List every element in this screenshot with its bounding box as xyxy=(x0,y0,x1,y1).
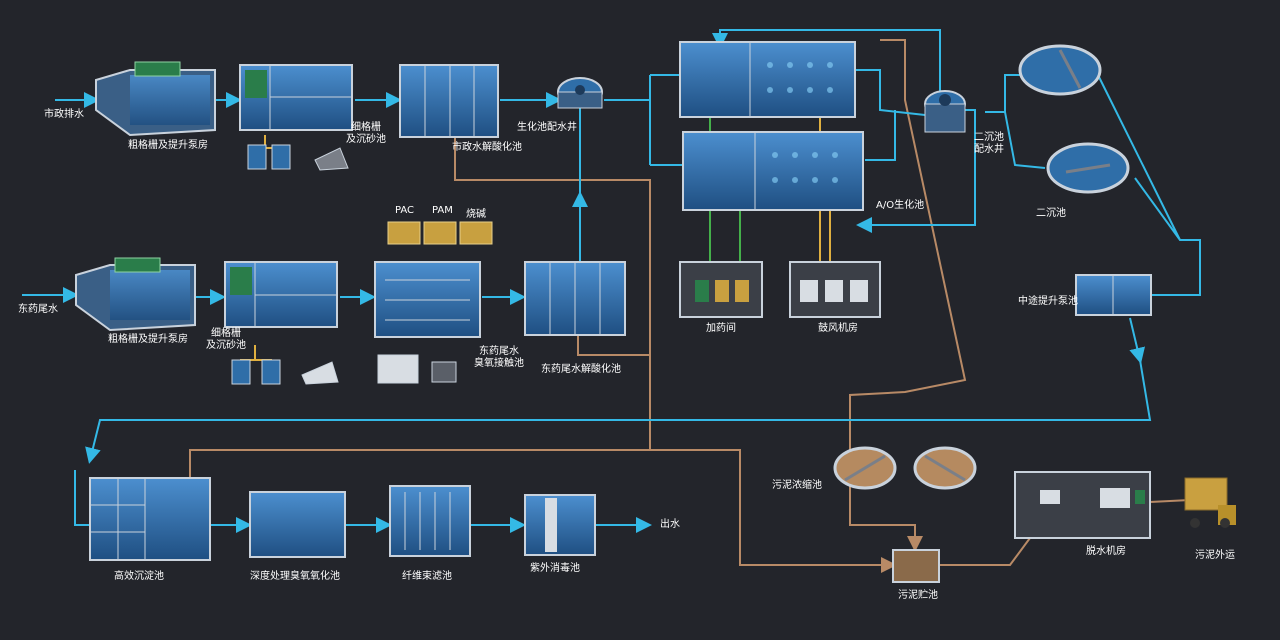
water-lines xyxy=(22,29,1201,533)
sludge-thickener[interactable] xyxy=(833,446,977,490)
sludge-truck[interactable] xyxy=(1184,477,1236,528)
deep-ozone-oxidation-tank[interactable] xyxy=(249,491,346,558)
label-municipal-hydrolysis: 市政水解酸化池 xyxy=(452,142,522,153)
intermediate-pump-tank[interactable] xyxy=(1075,274,1152,316)
dewatering-room[interactable] xyxy=(1014,471,1151,539)
water-line-settling-in xyxy=(74,470,90,526)
ao-bio-tank[interactable] xyxy=(679,41,864,211)
label-high-eff-settling: 高效沉淀池 xyxy=(114,571,164,582)
label-uv-disinfection: 紫外消毒池 xyxy=(530,563,580,574)
blower-room[interactable] xyxy=(789,261,881,318)
label-dosing-room: 加药间 xyxy=(706,323,736,334)
label-coarse-screen-2: 粗格栅及提升泵房 xyxy=(108,334,188,345)
label-fine-screen-1: 细格栅 及沉砂池 xyxy=(346,122,386,145)
label-outflow: 出水 xyxy=(660,519,680,530)
sludge-line-to-settling xyxy=(189,449,650,478)
label-deep-ozone: 深度处理臭氧氧化池 xyxy=(250,571,340,582)
label-secondary-clarifier: 二沉池 xyxy=(1036,208,1066,219)
fine-screen-grit-chamber-2[interactable] xyxy=(224,261,339,385)
label-pharma-inflow: 东药尾水 xyxy=(18,304,58,315)
sludge-line-thickener-out xyxy=(849,450,923,552)
sludge-line-dewater-export xyxy=(1149,499,1191,503)
water-line-clarifier-pump xyxy=(1097,74,1201,296)
fine-screen-grit-chamber-1[interactable] xyxy=(239,64,353,171)
label-intermediate-pump: 中途提升泵池 xyxy=(1018,296,1078,307)
label-chem-pac: PAC xyxy=(395,205,415,216)
label-sludge-thickener: 污泥浓缩池 xyxy=(772,480,822,491)
label-blower-room: 鼓风机房 xyxy=(818,323,858,334)
secondary-clarifier[interactable] xyxy=(1018,44,1130,194)
ozone-contact-tank[interactable] xyxy=(374,261,481,384)
sludge-line-storage-out xyxy=(940,537,1031,566)
label-dewatering-room: 脱水机房 xyxy=(1086,546,1126,557)
sludge-line-trunk xyxy=(650,449,897,573)
label-fiber-filter: 纤维束滤池 xyxy=(402,571,452,582)
label-chem-pam: PAM xyxy=(432,205,453,216)
coarse-screen-pump-house-2[interactable] xyxy=(75,257,196,332)
water-line-return-top xyxy=(712,29,941,95)
water-line-return-bottom xyxy=(856,109,976,233)
water-line-pump-return xyxy=(85,359,1152,464)
label-coarse-screen-1: 粗格栅及提升泵房 xyxy=(128,140,208,151)
label-secondary-well: 二沉池 配水井 xyxy=(974,132,1004,155)
fiber-bundle-filter[interactable] xyxy=(389,485,471,557)
secondary-distribution-well[interactable] xyxy=(924,90,966,133)
label-sludge-export: 污泥外运 xyxy=(1195,550,1235,561)
label-municipal-inflow: 市政排水 xyxy=(44,109,84,120)
label-ozone-contact: 东药尾水 臭氧接触池 xyxy=(474,346,524,369)
bio-distribution-well[interactable] xyxy=(557,77,603,109)
sludge-lines xyxy=(189,39,1191,573)
water-line-ao-out xyxy=(855,69,926,161)
water-line-well-clarifier xyxy=(985,74,1046,169)
label-chem-naoh: 烧碱 xyxy=(466,209,486,220)
pharma-hydrolysis-tank[interactable] xyxy=(524,261,626,336)
label-bio-distribution-well: 生化池配水井 xyxy=(517,122,577,133)
dosing-room[interactable] xyxy=(679,261,763,318)
municipal-hydrolysis-tank[interactable] xyxy=(399,64,499,138)
sludge-line-ao-return xyxy=(849,39,967,450)
chemical-tanks[interactable] xyxy=(387,221,493,245)
label-pharma-hydrolysis: 东药尾水解酸化池 xyxy=(541,364,621,375)
coarse-screen-pump-house-1[interactable] xyxy=(95,61,216,137)
uv-disinfection-tank[interactable] xyxy=(524,494,596,556)
sludge-storage-tank[interactable] xyxy=(892,549,940,583)
water-line-ao-split xyxy=(649,74,683,166)
high-efficiency-settling-tank[interactable] xyxy=(89,477,211,561)
sludge-line-municipal-hydrolysis xyxy=(454,138,651,450)
sludge-line-pharma-hydrolysis xyxy=(577,335,650,356)
label-fine-screen-2: 细格栅 及沉砂池 xyxy=(206,328,246,351)
label-ao-tank: A/O生化池 xyxy=(876,200,925,211)
label-sludge-storage: 污泥贮池 xyxy=(898,590,938,601)
water-line-pump-down xyxy=(1129,317,1146,364)
